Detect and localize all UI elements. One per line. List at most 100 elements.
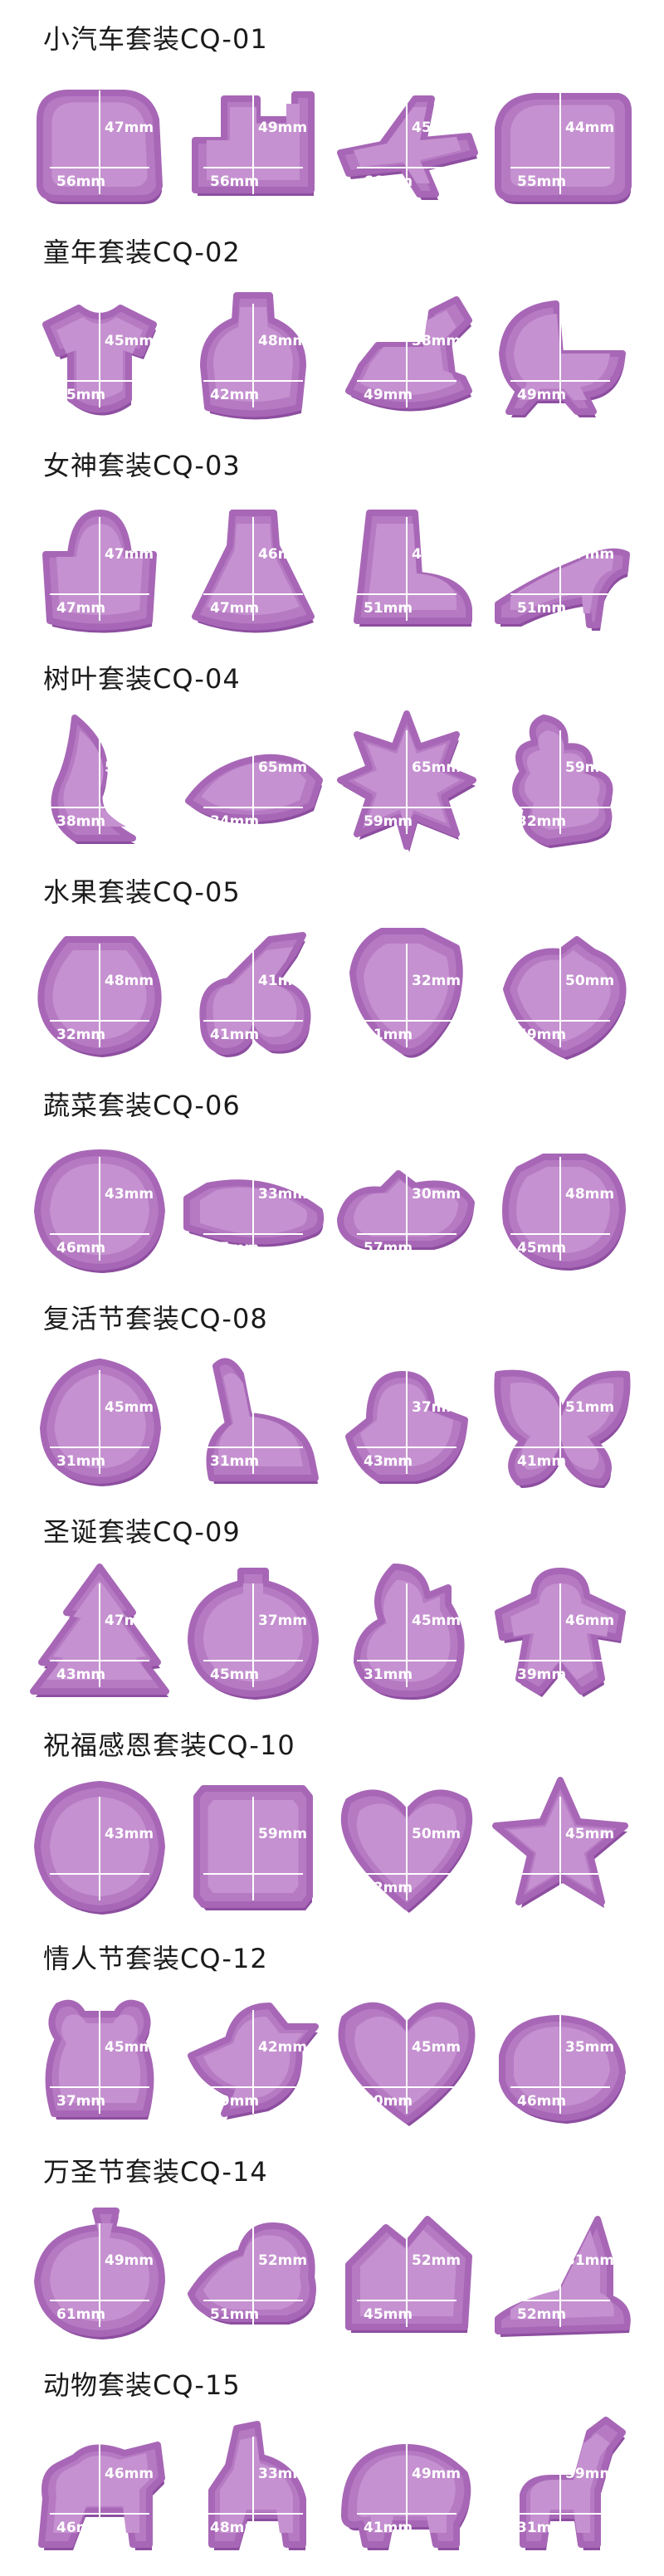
stamp-face	[203, 2235, 301, 2310]
dimension-label: 49mm	[258, 1399, 307, 1416]
dimension-label: 55mm	[517, 173, 566, 190]
stamp-face	[360, 2230, 456, 2316]
dimension-label: 41mm	[258, 973, 307, 989]
dimension-label: 38mm	[56, 813, 105, 830]
dimension-label: 52mm	[517, 2306, 566, 2323]
stamp-face	[524, 730, 600, 830]
dimension-label: 32mm	[517, 813, 566, 830]
dimension-label: 31mm	[517, 2520, 566, 2536]
square-plaque-cutter-image: 59mm	[193, 1785, 313, 1910]
dimension-label: 48mm	[105, 973, 154, 989]
dimension-label: 41mm	[364, 1027, 413, 1043]
stamp-face	[514, 314, 610, 400]
dimension-label: 39mm	[517, 1666, 566, 1683]
cookie-cutter-star: 45mm	[486, 1768, 635, 1925]
dimension-label: 51mm	[210, 2306, 259, 2323]
dimension-label: 59mm	[565, 759, 614, 776]
dimension-label: 47mm	[56, 600, 105, 617]
dimension-label: 45mm	[105, 2039, 154, 2056]
dimension-label: 50mm	[412, 1826, 461, 1842]
stamp-face	[367, 1580, 451, 1682]
dimension-label: 35mm	[565, 2039, 614, 2056]
set-title: 女神套装CQ-03	[43, 450, 241, 481]
dimension-label: 45mm	[412, 1612, 461, 1629]
dimension-label: 47mm	[105, 546, 154, 563]
dimension-label: 56mm	[210, 173, 259, 190]
dimension-label: 46mm	[565, 1612, 614, 1629]
dimension-label: 58mm	[105, 759, 154, 776]
star-cutter-image: 45mm	[492, 1777, 628, 1908]
dimension-label: 44mm	[565, 120, 614, 136]
dimension-label: 50mm	[364, 2093, 413, 2110]
set-title: 万圣节套装CQ-14	[43, 2156, 268, 2188]
cookie-cutter-handbag: 47mm 47mm	[25, 488, 174, 646]
set-title: 圣诞套装CQ-09	[43, 1516, 241, 1548]
dimension-label: 30mm	[412, 1186, 461, 1203]
dimension-label: 49mm	[105, 2252, 154, 2269]
dimension-label: 43mm	[105, 1186, 154, 1203]
dimension-label: 43mm	[105, 1826, 154, 1842]
stamp-face	[360, 310, 456, 395]
dimension-label: 33mm	[258, 1186, 307, 1203]
stamp-face	[367, 524, 456, 610]
stamp-face	[212, 947, 297, 1040]
dimension-label: 47mm	[565, 546, 614, 563]
bus-cutter-image: 44mm 55mm	[495, 90, 632, 204]
round-plaque-cutter-image: 43mm	[34, 1781, 165, 1915]
dimension-label: 43mm	[364, 1453, 413, 1470]
dimension-label: 61mm	[56, 2306, 105, 2323]
dimension-label: 59mm	[364, 813, 413, 830]
dimension-label: 42mm	[210, 387, 259, 403]
